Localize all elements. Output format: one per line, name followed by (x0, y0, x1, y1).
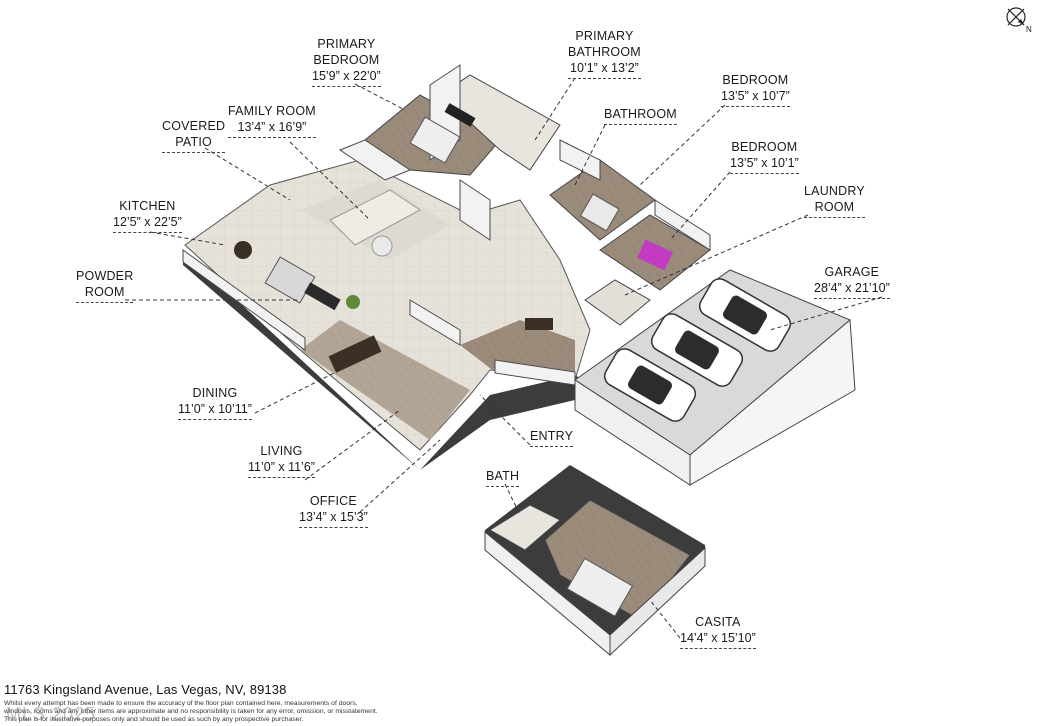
casita (484, 465, 706, 657)
label-bedroom-1: BEDROOM 13’5” x 10’7” (721, 72, 790, 107)
primary-bathroom-name-2: BATHROOM (568, 45, 641, 59)
bed-magenta (637, 239, 673, 271)
primary-bedroom-name-2: BEDROOM (313, 53, 380, 67)
office-floor (460, 320, 575, 380)
primary-bathroom-dims: 10’1” x 13’2” (570, 61, 639, 75)
label-garage: GARAGE 28’4” x 21’10” (814, 264, 890, 299)
casita-bed (566, 557, 634, 617)
family-room-name: FAMILY ROOM (228, 104, 316, 118)
kitchen-counter (304, 282, 341, 311)
bedroom-2-name: BEDROOM (731, 140, 798, 154)
powder-room-name-1: POWDER (76, 269, 134, 283)
primary-bedroom-dims: 15’9” x 22’0” (312, 69, 381, 83)
disclaimer: Whilst every attempt has been made to en… (4, 700, 424, 724)
label-casita: CASITA 14’4” x 15’10” (680, 614, 756, 649)
casita-side-wall (609, 546, 706, 657)
watermark: MLS 2025 (6, 704, 97, 724)
label-primary-bedroom: PRIMARY BEDROOM 15’9” x 22’0” (312, 36, 381, 87)
primary-bedroom-name-1: PRIMARY (317, 37, 376, 51)
plant (346, 295, 360, 309)
label-bathroom: BATHROOM (604, 106, 677, 125)
label-bath: BATH (486, 468, 520, 487)
bedroom-1-dims: 13’5” x 10’7” (721, 89, 790, 103)
kitchen-dims: 12’5” x 22’5” (113, 215, 182, 229)
car-1 (603, 348, 697, 422)
label-living: LIVING 11’0” x 11’6” (248, 443, 315, 478)
bedroom-2-dims: 13’5” x 10’1” (730, 156, 799, 170)
compass-north-label: N (1026, 25, 1032, 34)
label-family-room: FAMILY ROOM 13’4” x 16’9” (228, 103, 316, 138)
leader-lines (125, 77, 883, 639)
covered-patio-name-2: PATIO (175, 135, 212, 149)
living-name: LIVING (260, 444, 303, 458)
laundry-floor (584, 279, 651, 326)
office-dims: 13’4” x 15’3” (299, 510, 368, 524)
label-covered-patio: COVERED PATIO (162, 118, 226, 153)
powder-room-name-2: ROOM (84, 285, 125, 299)
label-primary-bathroom: PRIMARY BATHROOM 10’1” x 13’2” (568, 28, 641, 79)
main-house (182, 64, 855, 485)
garage-name: GARAGE (824, 265, 880, 279)
bedroom-1-name: BEDROOM (722, 73, 789, 87)
living-dims: 11’0” x 11’6” (248, 460, 315, 474)
kitchen-table (234, 241, 252, 259)
casita-dims: 14’4” x 15’10” (680, 631, 756, 645)
bathroom-name: BATHROOM (604, 107, 677, 121)
disclaimer-line-1: Whilst every attempt has been made to en… (4, 700, 358, 707)
covered-patio-name-1: COVERED (162, 119, 226, 133)
dining-table (328, 335, 382, 373)
laundry-room-name-2: ROOM (814, 200, 855, 214)
label-office: OFFICE 13’4” x 15’3” (299, 493, 368, 528)
label-entry: ENTRY (530, 428, 574, 447)
coffee-table (371, 235, 393, 257)
garage-dims: 28’4” x 21’10” (814, 281, 890, 295)
label-kitchen: KITCHEN 12’5” x 22’5” (113, 198, 182, 233)
disclaimer-line-2: windows, rooms and any other items are a… (4, 708, 378, 715)
label-bedroom-2: BEDROOM 13’5” x 10’1” (730, 139, 799, 174)
footer: 11763 Kingsland Avenue, Las Vegas, NV, 8… (4, 682, 424, 724)
label-dining: DINING 11’0” x 10’11” (178, 385, 252, 420)
car-3 (698, 278, 792, 352)
primary-bath-floor (439, 74, 561, 171)
dining-name: DINING (192, 386, 238, 400)
family-sofa (329, 189, 421, 246)
entry-name: ENTRY (530, 429, 574, 443)
bath-name: BATH (486, 469, 520, 483)
label-laundry-room: LAUNDRY ROOM (804, 183, 865, 218)
laundry-room-name-1: LAUNDRY (804, 184, 865, 198)
primary-headboard (444, 103, 476, 127)
primary-bathroom-name-1: PRIMARY (575, 29, 634, 43)
casita-bath-floor (489, 504, 561, 551)
garage (574, 269, 856, 486)
bedroom-1-bed (579, 193, 620, 232)
primary-bed (409, 116, 461, 164)
office-name: OFFICE (309, 494, 357, 508)
garage-side-wall (689, 318, 856, 486)
family-room-dims: 13’4” x 16’9” (237, 120, 307, 134)
kitchen-name: KITCHEN (119, 199, 176, 213)
compass-icon (1006, 7, 1026, 27)
dining-dims: 11’0” x 10’11” (178, 402, 252, 416)
property-address: 11763 Kingsland Avenue, Las Vegas, NV, 8… (4, 682, 287, 697)
disclaimer-line-3: This plan is for illustrative purposes o… (4, 716, 304, 723)
casita-name: CASITA (695, 615, 741, 629)
label-powder-room: POWDER ROOM (76, 268, 134, 303)
car-2 (650, 313, 744, 387)
office-desk (525, 318, 553, 330)
